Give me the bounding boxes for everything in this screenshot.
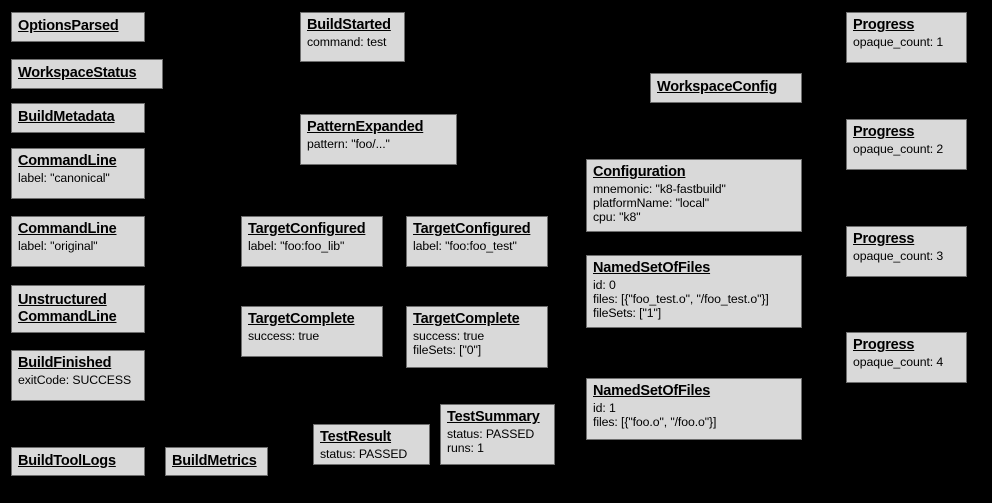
- event-node-build-metrics[interactable]: BuildMetrics: [165, 447, 268, 476]
- event-node-field: label: "foo:foo_lib": [248, 238, 345, 253]
- event-node-field: label: "original": [18, 238, 98, 253]
- event-node-field: success: true: [413, 328, 485, 343]
- event-node-title: NamedSetOfFiles: [593, 260, 711, 276]
- event-node-title: Progress: [853, 231, 915, 247]
- event-node-title: Progress: [853, 337, 915, 353]
- event-node-title: PatternExpanded: [307, 119, 424, 135]
- event-node-field: success: true: [248, 328, 320, 343]
- event-node-field: files: [{"foo_test.o", "/foo_test.o"}]: [593, 292, 769, 307]
- event-node-fields: mnemonic: "k8-fastbuild"platformName: "l…: [593, 182, 795, 225]
- event-node-unstructured-command-line[interactable]: Unstructured CommandLine: [11, 285, 145, 333]
- event-node-field: cpu: "k8": [593, 210, 641, 225]
- event-node-field: command: test: [307, 34, 387, 49]
- event-node-fields: success: true: [248, 329, 376, 343]
- event-node-field: fileSets: ["0"]: [413, 343, 482, 358]
- event-node-fields: label: "foo:foo_test": [413, 239, 541, 253]
- event-node-fields: pattern: "foo/...": [307, 137, 450, 151]
- event-node-title: CommandLine: [18, 221, 117, 237]
- event-node-fields: opaque_count: 3: [853, 249, 960, 263]
- event-node-title: WorkspaceConfig: [657, 79, 778, 96]
- event-node-title: Configuration: [593, 164, 686, 180]
- event-node-fields: label: "original": [18, 239, 138, 253]
- event-node-field: status: PASSED: [447, 426, 535, 441]
- event-node-field: fileSets: ["1"]: [593, 306, 662, 321]
- event-node-workspace-status[interactable]: WorkspaceStatus: [11, 59, 163, 89]
- event-node-title: Progress: [853, 17, 915, 33]
- event-node-build-metadata[interactable]: BuildMetadata: [11, 103, 145, 133]
- event-node-title: BuildMetrics: [172, 452, 257, 469]
- event-node-fields: label: "canonical": [18, 171, 138, 185]
- event-node-title: CommandLine: [18, 153, 117, 169]
- event-node-title: TargetComplete: [248, 311, 355, 327]
- event-node-title: TestResult: [320, 429, 392, 445]
- event-node-field: opaque_count: 4: [853, 354, 944, 369]
- event-node-title: BuildMetadata: [18, 109, 115, 126]
- event-node-field: files: [{"foo.o", "/foo.o"}]: [593, 415, 717, 430]
- event-node-title: TargetComplete: [413, 311, 520, 327]
- event-node-field: mnemonic: "k8-fastbuild": [593, 181, 726, 196]
- event-node-field: exitCode: SUCCESS: [18, 372, 132, 387]
- event-node-fields: label: "foo:foo_lib": [248, 239, 376, 253]
- event-node-fields: opaque_count: 2: [853, 142, 960, 156]
- event-node-field: platformName: "local": [593, 196, 709, 211]
- event-node-title: TestSummary: [447, 409, 540, 425]
- event-node-field: opaque_count: 3: [853, 248, 944, 263]
- event-node-fields: command: test: [307, 35, 398, 49]
- event-node-field: id: 1: [593, 400, 616, 415]
- event-node-title: NamedSetOfFiles: [593, 383, 711, 399]
- event-node-title: BuildStarted: [307, 17, 391, 33]
- event-node-field: runs: 1: [447, 441, 484, 456]
- event-node-title: BuildToolLogs: [18, 452, 116, 469]
- event-node-title: Progress: [853, 124, 915, 140]
- event-node-field: label: "canonical": [18, 170, 110, 185]
- event-node-build-tool-logs[interactable]: BuildToolLogs: [11, 447, 145, 476]
- event-node-title: WorkspaceStatus: [18, 65, 137, 82]
- event-node-title: OptionsParsed: [18, 18, 119, 35]
- event-node-field: id: 0: [593, 277, 616, 292]
- event-node-workspace-config[interactable]: WorkspaceConfig: [650, 73, 802, 103]
- event-node-title: TargetConfigured: [248, 221, 366, 237]
- event-node-field: pattern: "foo/...": [307, 136, 390, 151]
- event-node-fields: opaque_count: 4: [853, 355, 960, 369]
- event-node-fields: exitCode: SUCCESS: [18, 373, 138, 387]
- event-node-title: BuildFinished: [18, 355, 112, 371]
- event-node-fields: opaque_count: 1: [853, 35, 960, 49]
- event-node-title: Unstructured CommandLine: [18, 291, 117, 325]
- event-node-field: status: PASSED: [320, 446, 408, 461]
- event-node-field: opaque_count: 2: [853, 141, 944, 156]
- event-node-fields: status: PASSED: [320, 447, 423, 461]
- event-node-field: opaque_count: 1: [853, 34, 944, 49]
- event-node-field: label: "foo:foo_test": [413, 238, 517, 253]
- event-node-title: TargetConfigured: [413, 221, 531, 237]
- event-node-options-parsed[interactable]: OptionsParsed: [11, 12, 145, 42]
